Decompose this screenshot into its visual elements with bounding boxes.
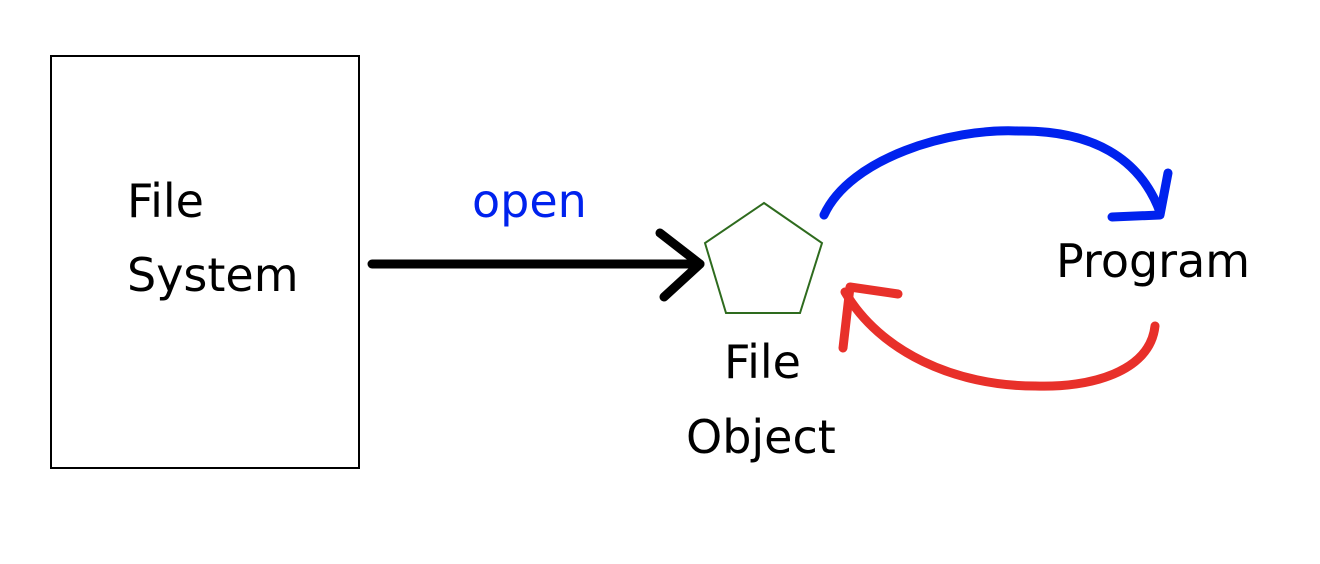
red-arrow-curve bbox=[840, 287, 1160, 391]
blue-arrow-curve bbox=[819, 126, 1165, 220]
file-system-label-line1: File bbox=[127, 174, 204, 228]
red-arrow bbox=[838, 282, 1160, 391]
file-object-pentagon bbox=[703, 201, 824, 314]
open-label: open bbox=[472, 174, 587, 228]
open-arrow bbox=[367, 228, 705, 302]
open-arrow-head bbox=[655, 228, 705, 302]
red-arrow-head bbox=[838, 282, 903, 353]
blue-arrow-head bbox=[1107, 168, 1173, 222]
file-object-label-line1: File bbox=[724, 335, 801, 389]
file-system-label-line2: System bbox=[127, 248, 299, 302]
blue-arrow bbox=[819, 126, 1173, 222]
program-label: Program bbox=[1056, 234, 1251, 288]
file-object-label-line2: Object bbox=[686, 410, 836, 464]
file-system-box bbox=[50, 55, 360, 469]
